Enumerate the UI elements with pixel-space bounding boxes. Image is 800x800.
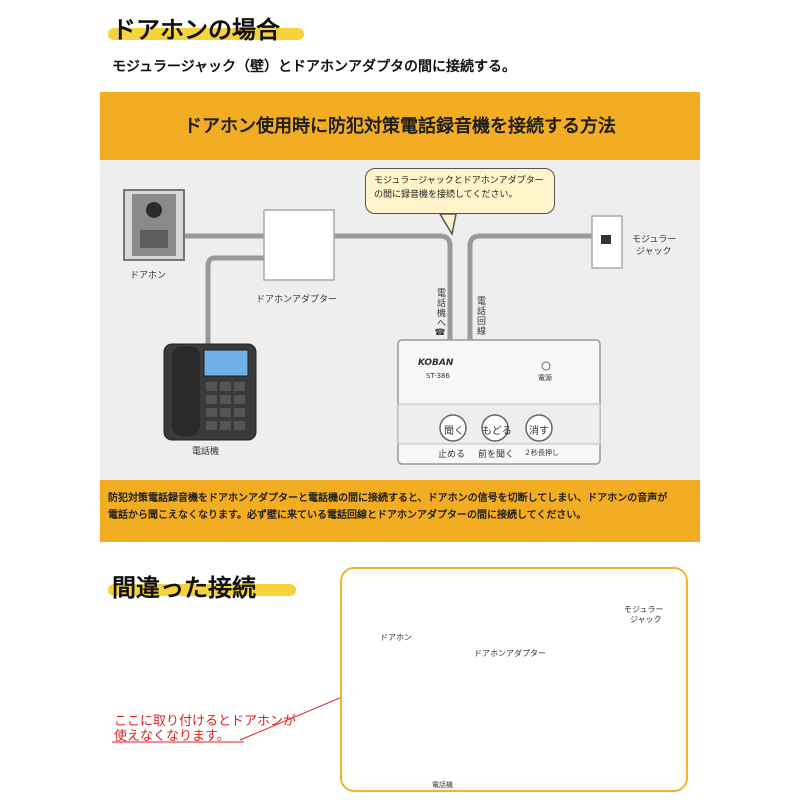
caption-hold: ２秒長押し bbox=[524, 449, 559, 457]
panel-title-band: ドアホン使用時に防犯対策電話録音機を接続する方法 bbox=[100, 92, 700, 160]
panel-note-line2: 電話から聞こえなくなります。必ず壁に来ている電話回線とドアホンアダプターの間に接… bbox=[108, 510, 587, 521]
button-listen: 聞く bbox=[444, 426, 464, 437]
wrong-label-phone: 電話機 bbox=[432, 781, 453, 789]
label-phone: 電話機 bbox=[192, 447, 220, 457]
device-brand: KOBAN bbox=[418, 358, 454, 368]
cable-adapter-device bbox=[331, 233, 453, 343]
warning-line-1: ここに取り付けるとドアホンが bbox=[114, 714, 297, 729]
label-doorphone: ドアホン bbox=[130, 271, 167, 281]
heading-highlight bbox=[108, 28, 304, 40]
warning-line-2: 使えなくなります。 bbox=[114, 729, 230, 744]
wrong-label-modular-1: モジュラー bbox=[624, 605, 664, 614]
section-subtitle: モジュラージャック（壁）とドアホンアダプタの間に接続する。 bbox=[112, 59, 517, 75]
panel-note-band: 防犯対策電話録音機をドアホンアダプターと電話機の間に接続すると、ドアホンの信号を… bbox=[100, 480, 700, 542]
doorphone-icon bbox=[123, 189, 185, 261]
label-adapter: ドアホンアダプター bbox=[256, 295, 338, 305]
recorder-device-icon bbox=[397, 339, 601, 465]
cable-adapter-phone bbox=[205, 255, 267, 353]
panel-note: 防犯対策電話録音機をドアホンアダプターと電話機の間に接続すると、ドアホンの信号を… bbox=[108, 490, 694, 524]
instruction-bubble: モジュラージャックとドアホンアダプター の間に録音機を接続してください。 bbox=[365, 168, 555, 214]
heading2-highlight bbox=[108, 584, 296, 596]
panel-title: ドアホン使用時に防犯対策電話録音機を接続する方法 bbox=[184, 116, 616, 137]
caption-stop: 止める bbox=[438, 450, 466, 460]
wrong-connection-box bbox=[340, 567, 688, 792]
device-power-label: 電源 bbox=[538, 374, 552, 382]
section-heading-doorphone: ドアホンの場合 bbox=[112, 16, 280, 44]
section-heading-wrong: 間違った接続 bbox=[112, 574, 256, 602]
device-model: ST-386 bbox=[426, 372, 450, 380]
wrong-label-modular-2: ジャック bbox=[630, 615, 662, 624]
label-to-phone: 電話機へ☎ bbox=[435, 288, 445, 339]
wrong-label-doorphone: ドアホン bbox=[380, 633, 412, 642]
cable-jack-device bbox=[467, 233, 603, 343]
panel-note-line1: 防犯対策電話録音機をドアホンアダプターと電話機の間に接続すると、ドアホンの信号を… bbox=[108, 493, 668, 504]
button-back: もどる bbox=[482, 426, 512, 437]
telephone-icon bbox=[163, 343, 257, 441]
wrong-label-adapter: ドアホンアダプター bbox=[474, 649, 546, 658]
bubble-line-1: モジュラージャックとドアホンアダプター bbox=[374, 176, 544, 186]
bubble-pointer bbox=[438, 213, 457, 237]
button-erase: 消す bbox=[529, 426, 549, 437]
diagram-panel: ドアホン使用時に防犯対策電話録音機を接続する方法 防犯対策電話録音機をドアホンア… bbox=[100, 92, 700, 542]
bubble-line-2: の間に録音機を接続してください。 bbox=[374, 190, 518, 200]
label-phone-line: 電話回線 bbox=[475, 296, 485, 336]
modular-jack-icon bbox=[591, 215, 623, 269]
warning-text: ここに取り付けるとドアホンが 使えなくなります。 bbox=[114, 714, 296, 744]
adapter-box-icon bbox=[263, 209, 335, 281]
label-modular-1: モジュラー bbox=[632, 235, 677, 245]
caption-prev: 前を聞く bbox=[478, 450, 515, 460]
label-modular-2: ジャック bbox=[636, 247, 672, 257]
